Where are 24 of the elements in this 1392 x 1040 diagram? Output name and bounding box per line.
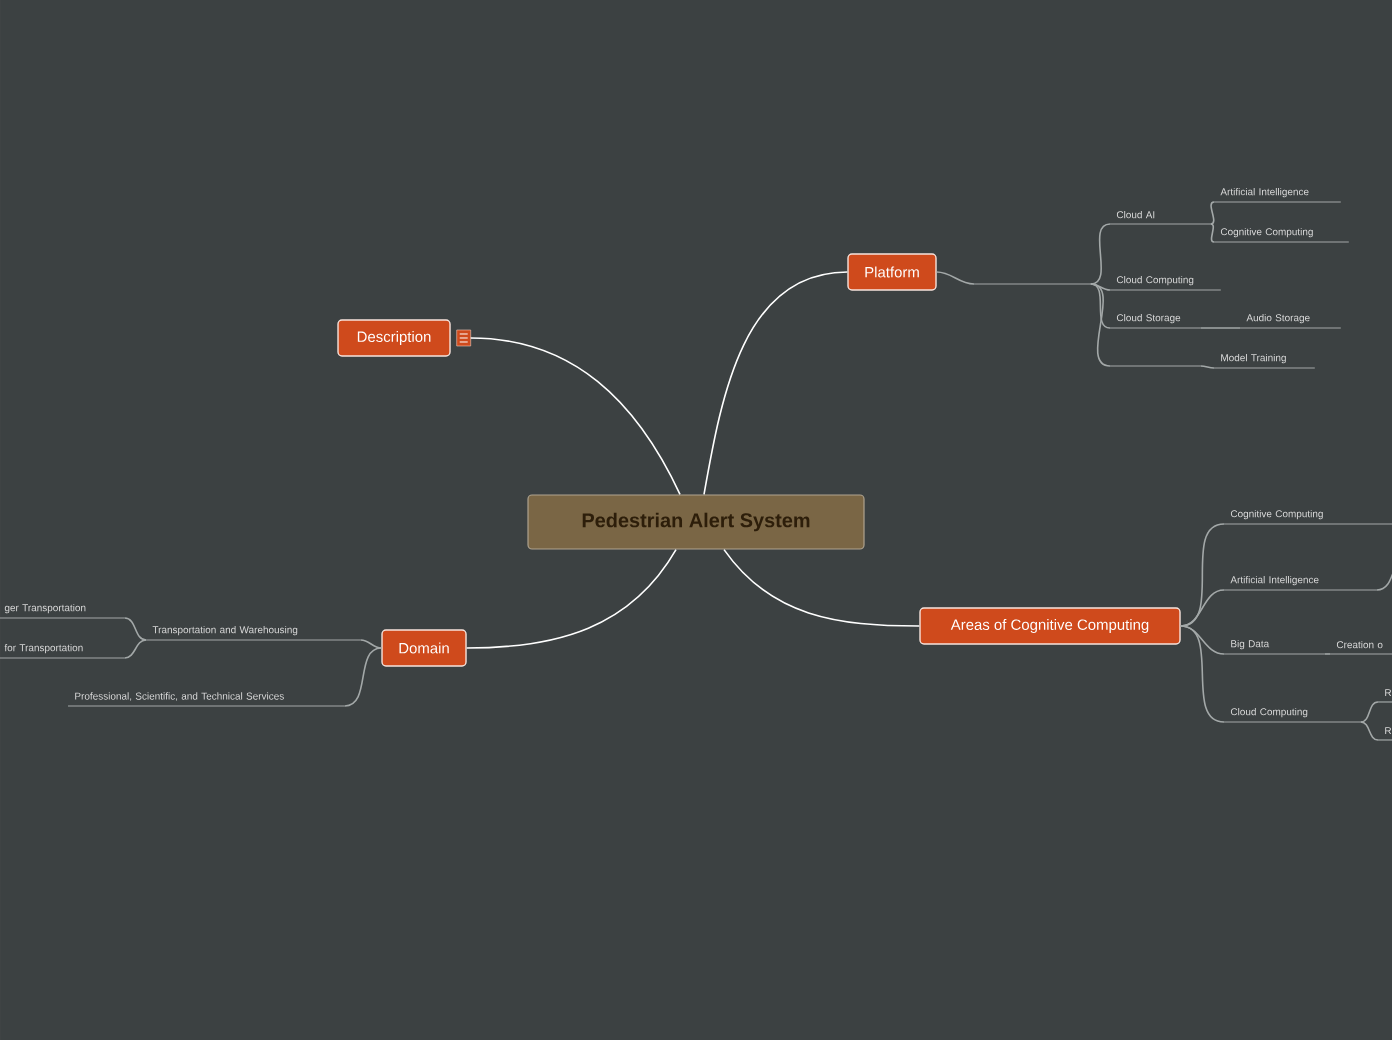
connector: [1179, 589, 1225, 627]
connector: [1200, 365, 1215, 369]
connector: [124, 639, 147, 659]
connector: [344, 647, 383, 707]
connector: [1090, 283, 1111, 367]
connector: [935, 271, 975, 285]
central-topic-box: Pedestrian Alert System: [527, 494, 865, 550]
connector: [1090, 223, 1111, 285]
connector: [1179, 625, 1225, 723]
connector: [465, 548, 677, 649]
connector: [1360, 701, 1379, 723]
blank-topic-line: [1109, 365, 1202, 367]
connector: [1324, 653, 1331, 655]
blank-topic-line: [973, 283, 1092, 285]
connector: [469, 337, 681, 496]
connector: [703, 271, 849, 496]
connector: [1210, 201, 1215, 225]
connector: [1210, 223, 1215, 243]
connector: [124, 617, 147, 641]
connector: [1360, 721, 1379, 741]
connector: [1200, 327, 1241, 329]
connector: [360, 639, 383, 649]
connector: [1090, 283, 1111, 329]
connector: [723, 548, 921, 627]
